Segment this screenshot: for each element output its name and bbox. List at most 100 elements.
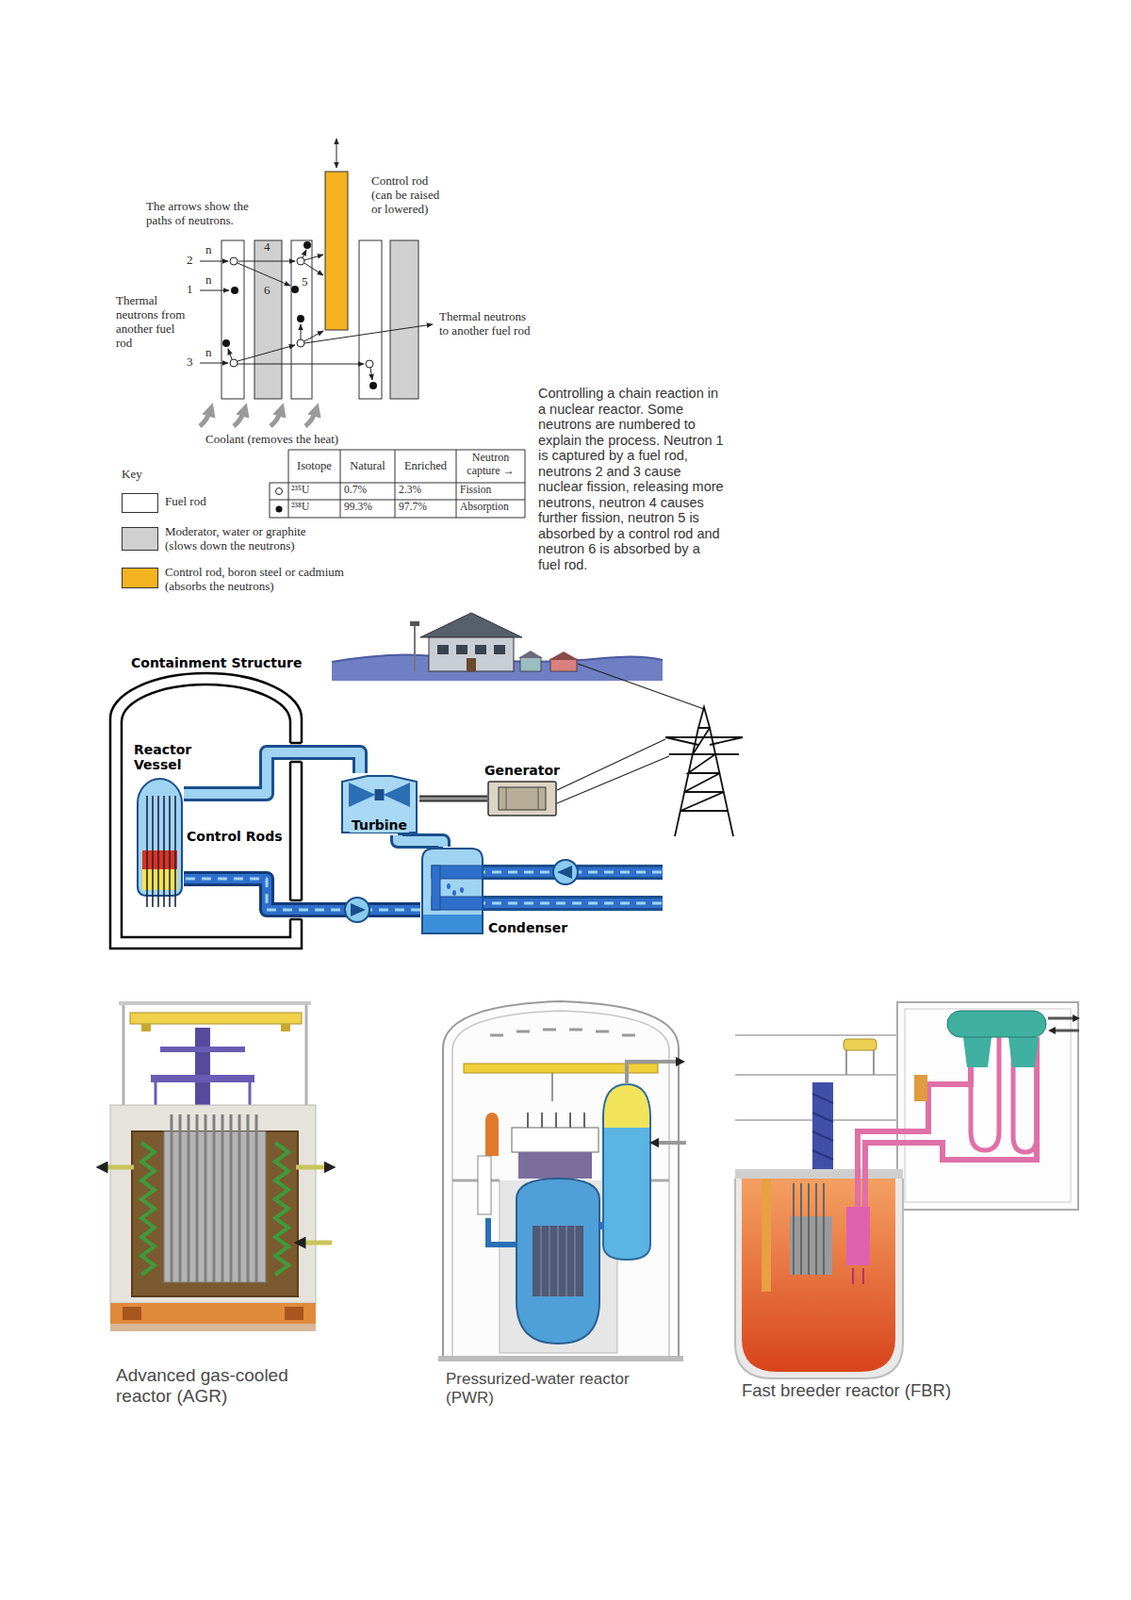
moderator	[254, 240, 419, 399]
agr-illustration	[122, 1004, 126, 1105]
control-rod-symbol	[146, 795, 148, 907]
agr-illustration	[275, 1142, 289, 1275]
pump-symbol	[557, 865, 573, 879]
table-grid	[288, 449, 290, 518]
steam-pipe	[183, 752, 361, 794]
pwr-illustration	[442, 1000, 679, 1360]
table-header: Isotope	[288, 458, 341, 473]
neutron-path	[304, 262, 324, 276]
legend-swatch	[121, 492, 159, 513]
agr-illustration	[122, 1306, 142, 1320]
containment-structure: Containment StructureReactor Vessel	[110, 672, 302, 949]
fbr-illustration	[735, 1178, 903, 1378]
steam-pipe	[183, 752, 361, 794]
neutron-symbol: n	[205, 345, 213, 361]
pwr-illustration	[516, 1178, 600, 1344]
fuel-rod	[291, 240, 312, 399]
house	[437, 644, 449, 655]
pump-symbol	[553, 859, 578, 885]
generator-detail	[506, 786, 539, 810]
agr-illustration	[118, 1000, 312, 1005]
pwr-illustration	[626, 1061, 681, 1084]
fbr-illustration	[846, 1049, 874, 1075]
pwr-illustration	[654, 1140, 687, 1145]
pwr-illustration	[511, 1127, 599, 1152]
control-rod	[325, 138, 348, 330]
neutron-path	[300, 324, 302, 340]
power-line	[557, 663, 705, 804]
pwr-illustration	[438, 1000, 687, 1361]
agr-illustration	[101, 1164, 134, 1170]
exhaust-pipe	[397, 835, 443, 847]
pwr-illustration	[599, 1221, 605, 1230]
water-droplet	[446, 883, 451, 889]
table-cell: 2.3%	[398, 483, 422, 496]
uranium-235-nucleus	[276, 488, 283, 495]
agr-illustration	[101, 1000, 332, 1331]
agr-illustration	[284, 1306, 304, 1320]
generator-outline	[487, 780, 558, 817]
house	[475, 644, 487, 655]
power-line	[577, 663, 705, 709]
house	[548, 651, 579, 660]
node-label: Condenser	[488, 920, 568, 935]
legend-label: Fuel rod	[164, 494, 207, 509]
table-header: Neutron capture →	[456, 451, 525, 478]
pwr-illustration	[527, 1112, 585, 1128]
fbr-illustration	[1008, 1036, 1039, 1067]
drive-shaft	[419, 798, 488, 800]
agr-illustration	[130, 1012, 302, 1024]
turbine-hub	[375, 788, 385, 801]
pwr-illustration	[485, 1112, 499, 1156]
figure-caption: Pressurized-water reactor (PWR)	[445, 1369, 673, 1407]
exhaust-pipe	[397, 835, 443, 847]
cooling-water-pipe	[475, 901, 663, 905]
uranium-235-nucleus	[365, 360, 374, 368]
fbr-illustration	[947, 1010, 1047, 1037]
table-cell: 99.3%	[344, 500, 373, 513]
fbr-illustration	[897, 1001, 1079, 1210]
coolant-arrow	[233, 408, 246, 427]
turbine-casing	[342, 775, 417, 833]
agr-illustration	[160, 1046, 246, 1052]
agr-illustration	[150, 1074, 255, 1082]
fbr-illustration	[914, 1074, 928, 1101]
control-rod-symbol	[174, 795, 177, 907]
uranium-235-nucleus	[229, 257, 238, 265]
fbr-illustration	[761, 1178, 771, 1292]
cooling-water-pipe	[475, 864, 663, 880]
neutron-path	[304, 330, 324, 342]
node-label: Containment Structure	[131, 655, 302, 671]
exhaust-pipe	[397, 835, 443, 847]
house	[420, 612, 523, 638]
drive-shaft	[419, 795, 488, 803]
table-grid	[269, 499, 525, 501]
table-header: Natural	[340, 458, 395, 473]
pwr-illustration	[532, 1225, 584, 1296]
table-header: Enriched	[394, 458, 457, 473]
uranium-235-nucleus	[296, 339, 305, 347]
coolant-arrow	[199, 408, 317, 427]
coolant-arrow	[270, 408, 282, 427]
neutron-path	[304, 324, 433, 344]
legend-label: Control rod, boron steel or cadmium (abs…	[164, 565, 371, 594]
coolant-arrow	[305, 408, 317, 427]
node-label: Reactor Vessel	[133, 742, 192, 772]
neutron-path	[237, 344, 296, 361]
table-cell: ²³⁸U	[291, 500, 310, 513]
pwr-illustration	[463, 1063, 658, 1073]
neutron-path	[304, 254, 324, 261]
fbr-illustration	[1051, 1029, 1080, 1033]
control-rod	[336, 138, 338, 168]
note: Thermal neutrons to another fuel rod	[439, 310, 534, 339]
uranium-238-nucleus	[276, 506, 283, 513]
fbr-illustration	[735, 1001, 1080, 1378]
power-pylon	[698, 706, 710, 728]
neutron-path	[199, 290, 230, 292]
control-rod-symbol	[168, 795, 171, 907]
fbr-illustration	[865, 1036, 1037, 1207]
containment-wall	[121, 684, 302, 937]
pwr-illustration	[540, 1225, 575, 1296]
note: Control rod (can be raised or lowered)	[371, 174, 451, 217]
water-droplet	[452, 889, 457, 896]
